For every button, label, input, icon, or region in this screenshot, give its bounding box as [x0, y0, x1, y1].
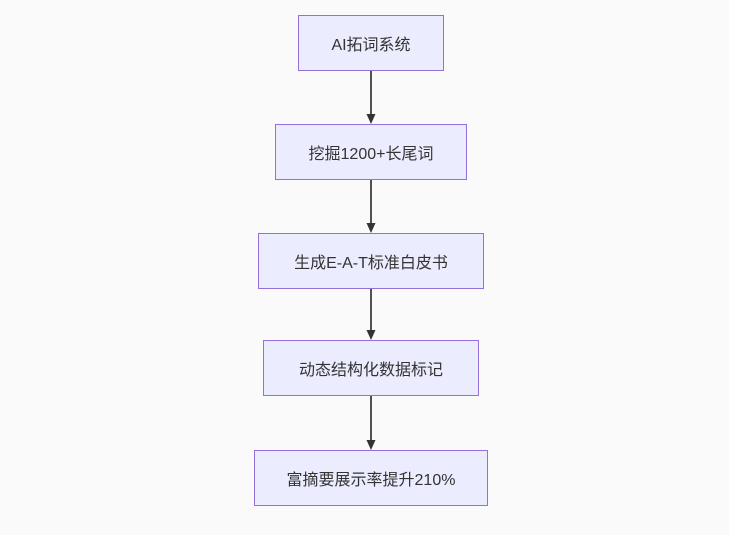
- arrow-down-icon: [366, 289, 376, 340]
- flow-node-structured-data-markup: 动态结构化数据标记: [263, 340, 479, 396]
- flow-node-label: 动态结构化数据标记: [298, 362, 443, 379]
- flow-node-label: 富摘要展示率提升210%: [286, 472, 456, 489]
- flow-node-label: 挖掘1200+长尾词: [308, 146, 434, 163]
- flow-node-longtail-mining: 挖掘1200+长尾词: [275, 124, 467, 180]
- arrow-down-icon: [366, 71, 376, 124]
- arrow-down-icon: [366, 396, 376, 450]
- flow-node-label: AI拓词系统: [331, 37, 411, 54]
- flow-node-ai-keyword-system: AI拓词系统: [298, 15, 444, 71]
- flow-node-rich-snippet-result: 富摘要展示率提升210%: [254, 450, 488, 506]
- flow-node-label: 生成E-A-T标准白皮书: [294, 255, 448, 272]
- arrow-down-icon: [366, 180, 376, 233]
- flow-node-eat-whitepaper: 生成E-A-T标准白皮书: [258, 233, 484, 289]
